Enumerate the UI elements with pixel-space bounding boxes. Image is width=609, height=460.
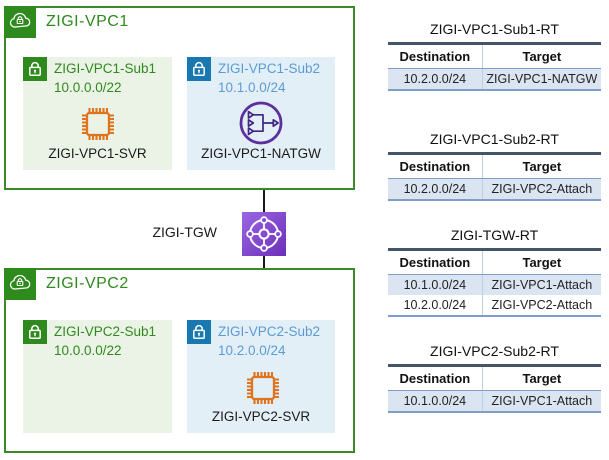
public-subnet-lock-icon (187, 57, 211, 81)
subnet-cidr: 10.0.0.0/22 (54, 343, 122, 358)
rt-cell-destination: 10.1.0.0/24 (388, 390, 483, 413)
rt-cell-target: ZIGI-VPC2-Attach (481, 295, 601, 317)
vpc-cloud-icon (4, 268, 36, 300)
rt-header-destination: Destination (388, 42, 483, 69)
rt-row: 10.2.0.0/24 ZIGI-VPC2-Attach (388, 178, 601, 201)
route-table-vpc1-sub1-rt: ZIGI-VPC1-Sub1-RT Destination Target 10.… (388, 20, 601, 91)
subnet-name: ZIGI-VPC2-Sub2 (218, 324, 321, 339)
subnet-vpc2-sub1: ZIGI-VPC2-Sub1 10.0.0.0/22 (23, 320, 172, 433)
nat-gateway-icon (238, 100, 284, 146)
subnet-vpc2-sub2: ZIGI-VPC2-Sub2 10.2.0.0/24 ZIGI-VPC2-SVR (187, 320, 335, 433)
subnet-label: ZIGI-VPC1-Sub2 10.1.0.0/24 (218, 59, 320, 97)
server-chip-icon (243, 368, 283, 408)
subnet-cidr: 10.2.0.0/24 (218, 343, 286, 358)
route-table-vpc1-sub2-rt: ZIGI-VPC1-Sub2-RT Destination Target 10.… (388, 130, 601, 201)
resource-label: ZIGI-VPC2-SVR (211, 409, 311, 424)
tgw-label: ZIGI-TGW (152, 224, 217, 240)
private-subnet-lock-icon (23, 57, 47, 81)
rt-header-destination: Destination (388, 364, 483, 391)
rt-title: ZIGI-VPC1-Sub1-RT (430, 21, 559, 37)
rt-row: 10.1.0.0/24 ZIGI-VPC1-Attach (388, 390, 601, 413)
server-chip-icon (78, 104, 118, 144)
rt-table: Destination Target 10.1.0.0/24 ZIGI-VPC1… (388, 248, 601, 317)
rt-header-target: Target (481, 364, 601, 391)
vpc2-title: ZIGI-VPC2 (46, 275, 129, 292)
subnet-name: ZIGI-VPC1-Sub1 (54, 61, 157, 76)
rt-row: 10.2.0.0/24 ZIGI-VPC1-NATGW (388, 68, 601, 91)
rt-cell-target: ZIGI-VPC2-Attach (481, 178, 601, 201)
rt-cell-target: ZIGI-VPC1-Attach (481, 274, 601, 295)
rt-table: Destination Target 10.2.0.0/24 ZIGI-VPC1… (388, 42, 601, 91)
rt-title: ZIGI-TGW-RT (450, 227, 539, 243)
subnet-vpc1-sub2: ZIGI-VPC1-Sub2 10.1.0.0/24 ZIGI-VPC1-NAT… (187, 57, 335, 170)
rt-header-destination: Destination (388, 152, 483, 179)
public-subnet-lock-icon (187, 320, 211, 344)
rt-header-target: Target (481, 42, 601, 69)
rt-cell-target: ZIGI-VPC1-Attach (481, 390, 601, 413)
vpc1-title: ZIGI-VPC1 (46, 13, 129, 30)
rt-row: 10.1.0.0/24 ZIGI-VPC1-Attach (388, 274, 601, 295)
rt-cell-destination: 10.2.0.0/24 (388, 295, 483, 317)
rt-cell-destination: 10.2.0.0/24 (388, 178, 483, 201)
subnet-name: ZIGI-VPC2-Sub1 (54, 324, 157, 339)
subnet-label: ZIGI-VPC2-Sub2 10.2.0.0/24 (218, 322, 320, 360)
private-subnet-lock-icon (23, 320, 47, 344)
rt-row: 10.2.0.0/24 ZIGI-VPC2-Attach (388, 295, 601, 317)
rt-cell-target: ZIGI-VPC1-NATGW (481, 68, 601, 91)
resource-label: ZIGI-VPC1-NATGW (201, 146, 321, 161)
rt-table: Destination Target 10.2.0.0/24 ZIGI-VPC2… (388, 152, 601, 201)
subnet-cidr: 10.0.0.0/22 (54, 80, 122, 95)
transit-gateway-icon (242, 212, 286, 256)
vpc-cloud-icon (4, 6, 36, 38)
resource-label: ZIGI-VPC1-SVR (48, 146, 147, 161)
rt-title: ZIGI-VPC2-Sub2-RT (430, 343, 559, 359)
subnet-label: ZIGI-VPC1-Sub1 10.0.0.0/22 (54, 59, 156, 97)
rt-header-target: Target (481, 152, 601, 179)
rt-table: Destination Target 10.1.0.0/24 ZIGI-VPC1… (388, 364, 601, 413)
rt-header-target: Target (481, 248, 601, 275)
rt-cell-destination: 10.2.0.0/24 (388, 68, 483, 91)
subnet-cidr: 10.1.0.0/24 (218, 80, 286, 95)
subnet-label: ZIGI-VPC2-Sub1 10.0.0.0/22 (54, 322, 156, 360)
subnet-vpc1-sub1: ZIGI-VPC1-Sub1 10.0.0.0/22 ZIGI-VPC1-SVR (23, 57, 172, 170)
route-table-vpc2-sub2-rt: ZIGI-VPC2-Sub2-RT Destination Target 10.… (388, 342, 601, 413)
subnet-name: ZIGI-VPC1-Sub2 (218, 61, 321, 76)
rt-header-destination: Destination (388, 248, 483, 275)
rt-cell-destination: 10.1.0.0/24 (388, 274, 483, 295)
rt-title: ZIGI-VPC1-Sub2-RT (430, 131, 559, 147)
route-table-tgw-rt: ZIGI-TGW-RT Destination Target 10.1.0.0/… (388, 226, 601, 317)
